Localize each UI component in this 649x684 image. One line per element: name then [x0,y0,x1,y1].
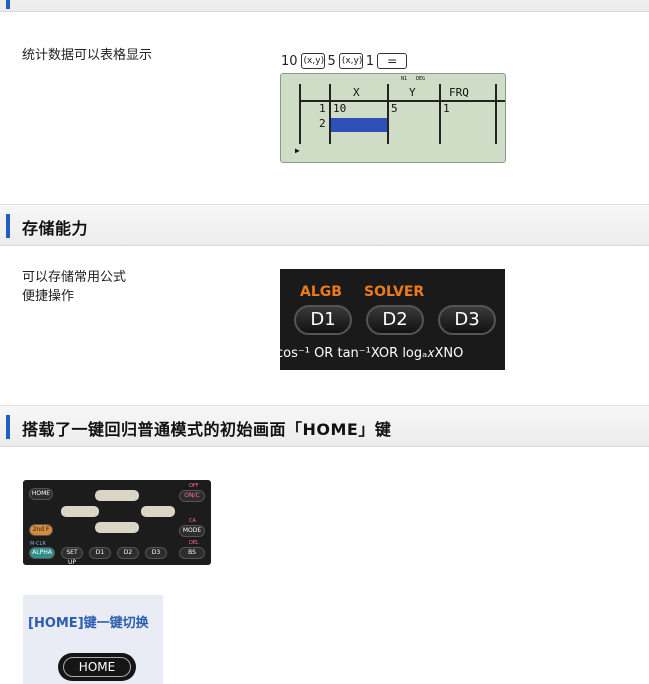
stats-description: 统计数据可以表格显示 [22,48,153,63]
lcd-header-x: X [353,86,360,99]
ca-label: CA [189,518,196,524]
lcd-row2-index: 2 [319,117,326,130]
lcd-gridline [495,84,497,144]
lcd-header-frq: FRQ [449,86,469,99]
section-header-storage: 存储能力 [0,204,649,246]
storage-description: 可以存储常用公式 便捷操作 [22,268,126,306]
mclr-label: M-CLR [30,541,46,547]
del-label: DEL [189,540,199,546]
keypad-photo-home: HOME OFF ON/C CA MODE 2nd F M-CLR ALPHA … [23,480,211,565]
home-key: HOME [29,488,53,500]
d1-button: D1 [294,305,352,335]
storage-description-line1: 可以存储常用公式 [22,270,127,285]
lcd-tag-deg: DEG [416,76,426,82]
lcd-row1-frq: 1 [443,102,450,115]
section-title-home: 搭载了一键回归普通模式的初始画面「HOME」键 [22,420,392,439]
lcd-gridline [439,84,441,144]
home-caption: [HOME]键一键切换 [28,616,149,631]
off-label: OFF [189,483,199,489]
d3-button: D3 [438,305,496,335]
key-5: 5 [327,53,336,69]
d3-key: D3 [145,547,167,559]
section-accent-bar [6,214,10,238]
d2-button: D2 [366,305,424,335]
lcd-stat-table: N1 DEG X Y FRQ 1 10 5 1 2 ▶ [280,73,506,163]
key-1: 1 [365,53,375,69]
dpad-down [95,522,139,533]
keystroke-sequence: 10 (x,y) 5 (x,y) 1 = [278,51,408,71]
dpad-left [61,506,99,517]
dpad-up [95,490,139,501]
fn-label-solver: SOLVER [364,284,425,300]
alpha-key: ALPHA [29,547,55,559]
on-clear-key: ON/C [179,490,205,502]
key-10: 10 [281,53,298,69]
lcd-gridline [329,84,331,144]
setup-key: SET UP [61,547,83,565]
key-xy-2: (x,y) [338,53,363,69]
second-f-key: 2nd F [29,524,53,536]
storage-description-line2: 便捷操作 [22,289,75,304]
home-callout: [HOME]键一键切换 HOME [23,595,163,684]
lcd-gridline [299,84,301,144]
section-title-storage: 存储能力 [22,219,89,238]
keypad-sub-labels: cos⁻¹ OR tan⁻¹XOR logₐ𝑥XNO [280,346,464,361]
lcd-cursor-cell [331,118,387,132]
bs-key: BS [179,547,205,559]
section-header-top [0,0,649,12]
d1-key: D1 [89,547,111,559]
lcd-gridline [387,84,389,144]
d2-key: D2 [117,547,139,559]
lcd-header-y: Y [409,86,416,99]
key-equals: = [377,53,408,69]
keypad-photo-d-keys: ALGB SOLVER D1 D2 D3 cos⁻¹ OR tan⁻¹XOR l… [280,269,505,370]
lcd-header-line [299,100,505,102]
lcd-row1-index: 1 [319,102,326,115]
lcd-row1-x: 10 [333,102,347,115]
lcd-row1-y: 5 [391,102,398,115]
lcd-scroll-indicator: ▶ [295,146,300,155]
section-accent-bar [6,0,10,9]
key-xy: (x,y) [300,53,325,69]
mode-key: MODE [179,525,205,537]
section-header-home: 搭载了一键回归普通模式的初始画面「HOME」键 [0,405,649,447]
lcd-tag-n1: N1 [401,76,408,82]
dpad-right [141,506,175,517]
home-button: HOME [63,657,131,677]
fn-label-algb: ALGB [300,284,342,300]
section-accent-bar [6,415,10,439]
